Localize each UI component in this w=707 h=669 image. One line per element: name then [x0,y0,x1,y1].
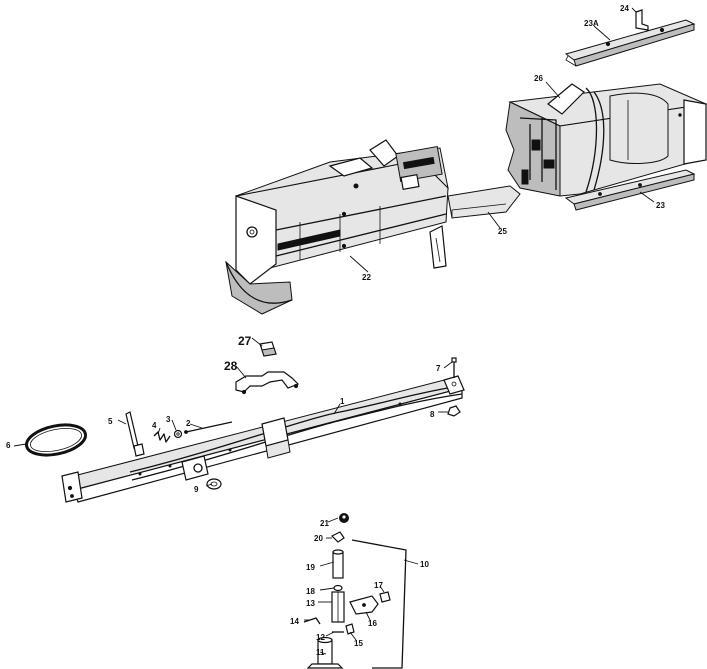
part-28-bracket [235,371,300,395]
part-16-bracket [349,595,379,615]
part-8-nut [447,405,461,417]
part-1-main-beam [61,375,465,503]
part-7-bolt [451,357,457,378]
part-14-handle [303,617,321,625]
callout-17: 17 [374,581,383,590]
part-4-spring [153,431,171,443]
part-11-base-tube [306,636,344,669]
callout-2: 2 [186,419,191,428]
leader-lines [13,7,655,655]
callout-18: 18 [306,587,315,596]
callout-28: 28 [224,359,238,373]
part-19-upper-tube [332,549,344,579]
part-13-tube [331,591,345,623]
part-25-plate [447,185,521,219]
callout-4: 4 [152,421,157,430]
callout-14: 14 [290,617,299,626]
callout-19: 19 [306,563,315,572]
callout-7: 7 [436,364,441,373]
part-2-rod [184,421,233,434]
callout-23: 23 [656,201,665,210]
part-17-clip [379,591,391,603]
callout-5: 5 [108,417,113,426]
callout-24: 24 [620,4,629,13]
callout-9: 9 [194,485,199,494]
callout-11: 11 [316,648,325,657]
part-15-pin [345,623,355,635]
callout-10: 10 [420,560,429,569]
part-18-collar [333,584,343,592]
callout-22: 22 [362,273,371,282]
callout-20: 20 [314,534,323,543]
callout-21: 21 [320,519,329,528]
callout-13: 13 [306,599,315,608]
part-21-cap [339,513,349,523]
callout-16: 16 [368,619,377,628]
part-6-ring [25,423,87,457]
callout-6: 6 [6,441,11,450]
callout-25: 25 [498,227,507,236]
part-rear-frame-housing [505,83,707,197]
part-23-rail [564,169,696,211]
callout-12: 12 [316,633,325,642]
part-20-clip [330,531,345,543]
callout-26: 26 [534,74,543,83]
part-27-block [259,341,277,357]
part-9-bushing [206,478,222,490]
callout-8: 8 [430,410,435,419]
part-5-lever [125,411,145,457]
part-24-bracket [635,9,649,31]
callout-3: 3 [166,415,171,424]
part-23a-rail [564,19,696,67]
callout-1: 1 [340,397,345,406]
part-22-front-housing [225,139,449,315]
callout-15: 15 [354,639,363,648]
callout-27: 27 [238,334,252,348]
part-3-washer [173,429,183,439]
callout-23a: 23A [584,19,599,28]
part-10-bracket-line [351,539,407,669]
